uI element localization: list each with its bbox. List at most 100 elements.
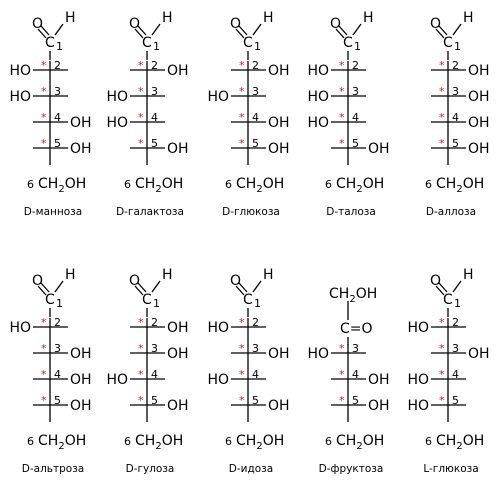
chiral-mark: * (239, 342, 245, 355)
hydroxyl-right: OH (167, 398, 189, 414)
carbonyl-double-bond-a (137, 25, 147, 36)
carbonyl-double-bond-a (40, 25, 50, 36)
carbon-number: 4 (151, 368, 158, 381)
chiral-mark: * (239, 85, 245, 98)
chiral-mark: * (138, 85, 144, 98)
carbonyl-double-bond-b (37, 285, 47, 296)
carbon-number: 2 (54, 316, 61, 329)
c1-carbon: C (443, 292, 453, 308)
carbonyl-double-bond-a (438, 25, 448, 36)
aldehyde-h-bond (54, 23, 64, 36)
carbon-number: 2 (452, 316, 459, 329)
hydroxyl-right: OH (167, 320, 189, 336)
stereocenter-c3: * 3 OH (431, 342, 490, 370)
hydroxyl-left: HO (307, 115, 329, 131)
carbonyl-double-bond-a (238, 282, 248, 293)
c2-carbonyl: C=O (340, 321, 373, 337)
stereocenter-c2: * 2 HO (407, 316, 466, 344)
stereocenter-c2: *2HO (307, 59, 366, 87)
hydroxyl-left: HO (407, 398, 429, 414)
hydroxyl-left: HO (106, 89, 128, 105)
hydroxyl-right: OH (468, 63, 490, 79)
c1-carbon: C (45, 292, 55, 308)
c6-ch2oh: CH2OH (38, 433, 86, 452)
hydroxyl-left: HO (307, 63, 329, 79)
hydroxyl-right: OH (167, 63, 189, 79)
chiral-mark: * (138, 316, 144, 329)
structure-name: D-фруктоза (319, 463, 384, 475)
c1-carbon: C (243, 292, 253, 308)
chiral-mark: * (239, 59, 245, 72)
carbon-number: 5 (54, 394, 61, 407)
chiral-mark: * (41, 368, 47, 381)
carbonyl-double-bond-b (134, 285, 144, 296)
hydroxyl-right: OH (268, 141, 290, 157)
hydroxyl-left: HO (307, 89, 329, 105)
carbon-number: 3 (352, 85, 359, 98)
chiral-mark: * (439, 316, 445, 329)
aldehyde-hydrogen: H (463, 10, 474, 26)
hydroxyl-right: OH (268, 398, 290, 414)
chiral-mark: * (439, 342, 445, 355)
carbon-number: 3 (452, 342, 459, 355)
c6-number: 6 (425, 178, 432, 191)
c1-number: 1 (254, 297, 261, 310)
stereocenter-c5: *5HO (407, 394, 466, 422)
structure-name: D-талоза (326, 206, 376, 218)
stereocenter-c4: *4HO (106, 111, 165, 139)
c6-ch2oh: CH2OH (436, 433, 484, 452)
hydroxyl-right: OH (167, 346, 189, 362)
carbon-number: 2 (151, 316, 158, 329)
carbon-number: 3 (54, 85, 61, 98)
carbon-number: 3 (151, 85, 158, 98)
carbonyl-double-bond-b (235, 285, 245, 296)
hydroxyl-right: OH (268, 346, 290, 362)
chiral-mark: * (138, 368, 144, 381)
aldehyde-oxygen: O (230, 16, 241, 32)
stereocenter-c2: *2HO (207, 316, 266, 344)
chiral-mark: * (439, 394, 445, 407)
chiral-mark: * (138, 137, 144, 150)
carbon-number: 3 (54, 342, 61, 355)
carbon-number: 4 (452, 368, 459, 381)
hydroxyl-left: HO (407, 320, 429, 336)
chiral-mark: * (239, 368, 245, 381)
c6-ch2oh: CH2OH (236, 176, 284, 195)
carbon-number: 4 (252, 111, 259, 124)
chiral-mark: * (339, 137, 345, 150)
stereocenter-c4: *4HO (106, 368, 165, 396)
chiral-mark: * (138, 111, 144, 124)
structure-name: D-галактоза (116, 206, 184, 218)
c6-ch2oh: CH2OH (38, 176, 86, 195)
hydroxyl-left: HO (307, 346, 329, 362)
c6-number: 6 (124, 435, 131, 448)
structure-name: D-аллоза (426, 206, 476, 218)
carbon-number: 5 (452, 137, 459, 150)
hydroxyl-right: OH (368, 372, 390, 388)
c6-ch2oh: CH2OH (135, 433, 183, 452)
chiral-mark: * (239, 394, 245, 407)
carbonyl-double-bond-a (40, 282, 50, 293)
hydroxyl-right: OH (468, 346, 490, 362)
structure-name: D-манноза (24, 206, 82, 218)
chiral-mark: * (439, 59, 445, 72)
c6-number: 6 (325, 435, 332, 448)
carbon-number: 5 (151, 394, 158, 407)
carbon-number: 4 (151, 111, 158, 124)
aldehyde-hydrogen: H (65, 267, 76, 283)
hydroxyl-right: OH (167, 141, 189, 157)
stereocenter-c3: * 3 HO (106, 85, 165, 113)
carbon-number: 4 (352, 111, 359, 124)
